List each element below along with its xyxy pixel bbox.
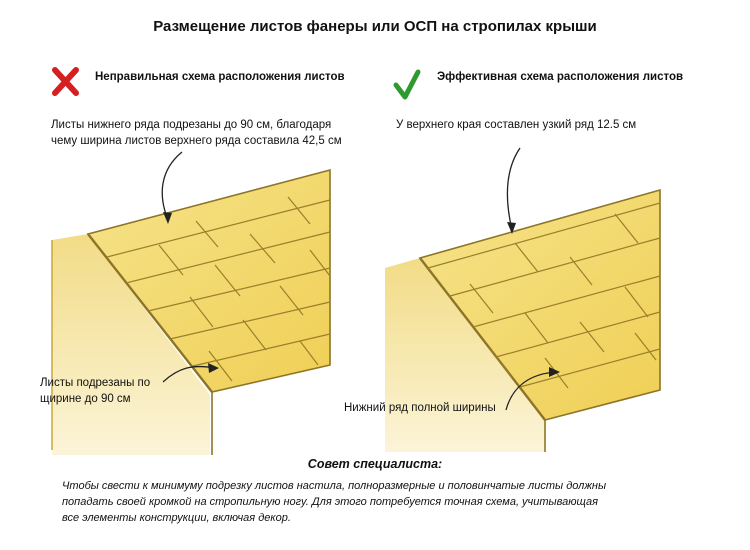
checkmark-icon	[393, 69, 421, 100]
left-note-top-line: чему ширина листов верхнего ряда состави…	[51, 135, 342, 147]
right-roof-illustration	[385, 147, 661, 452]
tip-line: попадать своей кромкой на стропильную но…	[62, 496, 598, 508]
tip-title: Совет специалиста:	[307, 457, 443, 471]
right-note-bottom: Нижний ряд полной ширины	[344, 402, 496, 414]
left-heading: Неправильная схема расположения листов	[95, 71, 345, 83]
left-note-top-line: Листы нижнего ряда подрезаны до 90 см, б…	[51, 119, 332, 131]
tip-text: Чтобы свести к минимуму подрезку листов …	[62, 478, 682, 526]
left-note-bottom: Листы подрезаны по щирине до 90 см	[40, 375, 150, 407]
tip-line: Чтобы свести к минимуму подрезку листов …	[62, 480, 607, 492]
left-note-bottom-line: щирине до 90 см	[40, 393, 131, 405]
left-note-top: Листы нижнего ряда подрезаны до 90 см, б…	[51, 117, 342, 149]
page-title: Размещение листов фанеры или ОСП на стро…	[153, 18, 597, 35]
left-roof-illustration	[51, 151, 331, 455]
left-gable-wall	[52, 234, 210, 455]
right-heading: Эффективная схема расположения листов	[437, 71, 684, 83]
tip-line: все элементы конструкции, включая декор.	[62, 512, 291, 524]
right-gable-wall	[385, 258, 545, 452]
cross-icon	[52, 67, 79, 96]
left-note-bottom-line: Листы подрезаны по	[40, 377, 151, 389]
right-note-top: У верхнего края составлен узкий ряд 12.5…	[396, 119, 637, 131]
